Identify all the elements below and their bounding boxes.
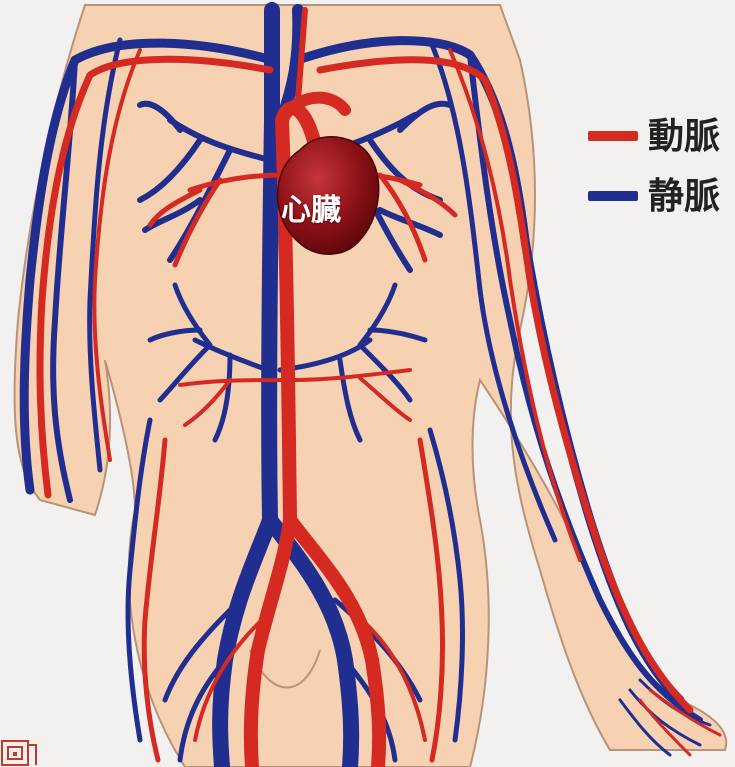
artery-label: 動脈 xyxy=(648,118,720,154)
vein-swatch xyxy=(588,191,638,201)
corner-logo-icon xyxy=(0,737,40,767)
legend: 動脈 静脈 xyxy=(588,118,720,214)
heart-label: 心臓 xyxy=(281,185,341,229)
legend-row-artery: 動脈 xyxy=(588,118,720,154)
vein-label: 静脈 xyxy=(648,178,720,214)
legend-row-vein: 静脈 xyxy=(588,178,720,214)
artery-swatch xyxy=(588,131,638,141)
